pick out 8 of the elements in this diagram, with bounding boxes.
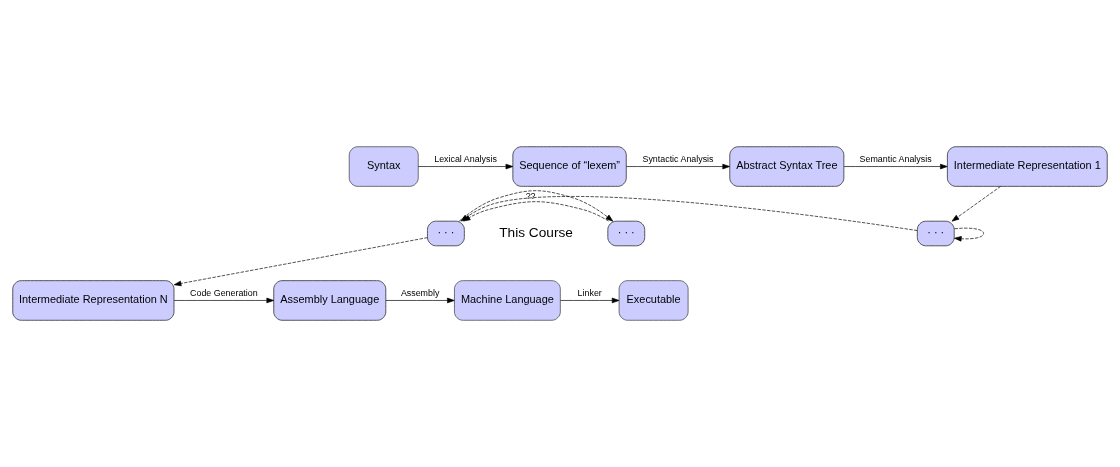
edge-label: Assembly	[400, 287, 440, 298]
edge-label: Semantic Analysis	[859, 154, 932, 165]
edge-label: Code Generation	[190, 287, 258, 298]
edge-label: Lexical Analysis	[434, 154, 497, 165]
label: This Course	[499, 224, 573, 240]
edge-label: Linker	[577, 287, 602, 298]
edge-label: ??	[525, 191, 536, 202]
edge-label: Syntactic Analysis	[642, 154, 714, 165]
